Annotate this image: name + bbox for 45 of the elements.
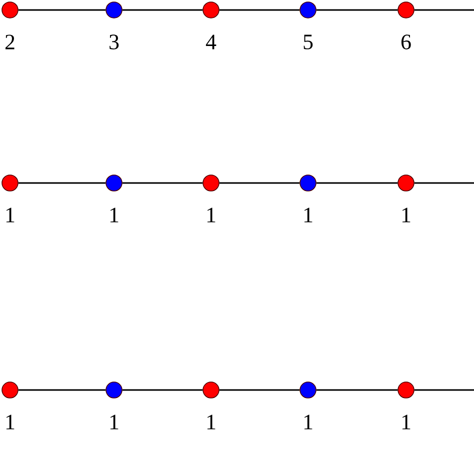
node-label: 1 bbox=[6, 208, 14, 222]
circle-marker bbox=[300, 2, 316, 18]
node-label: 6 bbox=[401, 34, 411, 50]
connector-line bbox=[219, 9, 300, 11]
node-label: 1 bbox=[6, 414, 14, 430]
node-label: 5 bbox=[304, 34, 313, 50]
connector-line bbox=[122, 389, 203, 391]
connector-line bbox=[414, 9, 474, 11]
circle-marker bbox=[202, 174, 220, 192]
circle-marker bbox=[202, 2, 220, 18]
circle-marker bbox=[300, 174, 316, 192]
connector-line bbox=[219, 182, 300, 184]
circle-marker bbox=[2, 2, 18, 18]
node-label: 3 bbox=[110, 34, 119, 50]
connector-line bbox=[316, 389, 398, 391]
connector-line bbox=[316, 9, 398, 11]
connector-line bbox=[122, 9, 203, 11]
circle-marker bbox=[398, 2, 414, 18]
connector-line bbox=[18, 182, 106, 184]
circle-marker bbox=[2, 174, 18, 192]
node-label: 1 bbox=[304, 208, 312, 222]
node-label: 1 bbox=[207, 208, 216, 222]
circle-marker bbox=[202, 382, 220, 398]
circle-marker bbox=[300, 382, 316, 398]
node-label: 1 bbox=[207, 414, 216, 430]
node-label: 1 bbox=[110, 208, 118, 222]
circle-marker bbox=[2, 382, 18, 398]
circle-marker bbox=[398, 174, 414, 192]
node-label: 1 bbox=[110, 414, 118, 430]
connector-line bbox=[414, 389, 474, 391]
node-label: 4 bbox=[206, 34, 216, 50]
connector-line bbox=[414, 182, 474, 184]
connector-line bbox=[219, 389, 300, 391]
node-label: 1 bbox=[402, 414, 410, 430]
node-label: 1 bbox=[402, 208, 410, 222]
connector-line bbox=[18, 9, 106, 11]
connector-line bbox=[18, 389, 106, 391]
connector-line bbox=[122, 182, 203, 184]
connector-line bbox=[316, 182, 398, 184]
circle-marker bbox=[106, 382, 122, 398]
node-label: 2 bbox=[6, 34, 14, 50]
circle-marker bbox=[398, 382, 414, 398]
circle-marker bbox=[106, 2, 122, 18]
circle-marker bbox=[106, 174, 122, 192]
node-label: 1 bbox=[304, 414, 312, 430]
